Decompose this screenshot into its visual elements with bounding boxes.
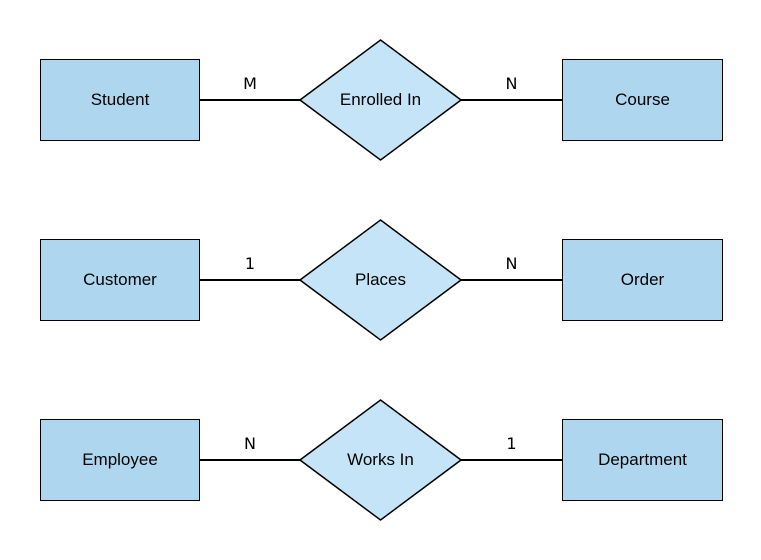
diamond-shape-icon	[299, 219, 462, 341]
cardinality-employee-side[interactable]: N	[244, 434, 256, 453]
connector-places-order[interactable]	[461, 279, 562, 281]
relationship-places[interactable]: Places	[299, 219, 462, 341]
entity-course[interactable]: Course	[562, 59, 723, 141]
cardinality-customer-side[interactable]: 1	[244, 254, 256, 273]
relationship-enrolled-in[interactable]: Enrolled In	[299, 39, 462, 161]
relationship-enrolled-in-label: Enrolled In	[339, 90, 422, 109]
relationship-row-student-course: Student M Enrolled In N Course	[0, 39, 761, 161]
entity-department[interactable]: Department	[562, 419, 723, 501]
entity-course-label: Course	[615, 90, 670, 109]
entity-employee-label: Employee	[82, 450, 158, 469]
relationship-places-label: Places	[354, 270, 407, 289]
diamond-shape-icon	[299, 39, 462, 161]
entity-student-label: Student	[90, 90, 150, 109]
entity-student[interactable]: Student	[40, 59, 200, 141]
entity-customer[interactable]: Customer	[40, 239, 200, 321]
connector-enrolledin-course[interactable]	[461, 99, 562, 101]
relationship-row-customer-order: Customer 1 Places N Order	[0, 219, 761, 341]
connector-customer-places[interactable]	[200, 279, 300, 281]
relationship-row-employee-department: Employee N Works In 1 Department	[0, 399, 761, 521]
entity-department-label: Department	[598, 450, 687, 469]
cardinality-course-side[interactable]: N	[505, 74, 518, 93]
entity-order[interactable]: Order	[562, 239, 723, 321]
entity-customer-label: Customer	[83, 270, 157, 289]
entity-order-label: Order	[620, 270, 665, 289]
diamond-shape-icon	[299, 399, 462, 521]
entity-employee[interactable]: Employee	[40, 419, 200, 501]
connector-employee-worksin[interactable]	[200, 459, 300, 461]
connector-student-enrolledin[interactable]	[200, 99, 300, 101]
cardinality-order-side[interactable]: N	[505, 254, 518, 273]
cardinality-department-side[interactable]: 1	[506, 434, 517, 453]
cardinality-student-side[interactable]: M	[243, 74, 257, 93]
connector-worksin-department[interactable]	[461, 459, 562, 461]
relationship-works-in[interactable]: Works In	[299, 399, 462, 521]
relationship-works-in-label: Works In	[347, 450, 414, 469]
